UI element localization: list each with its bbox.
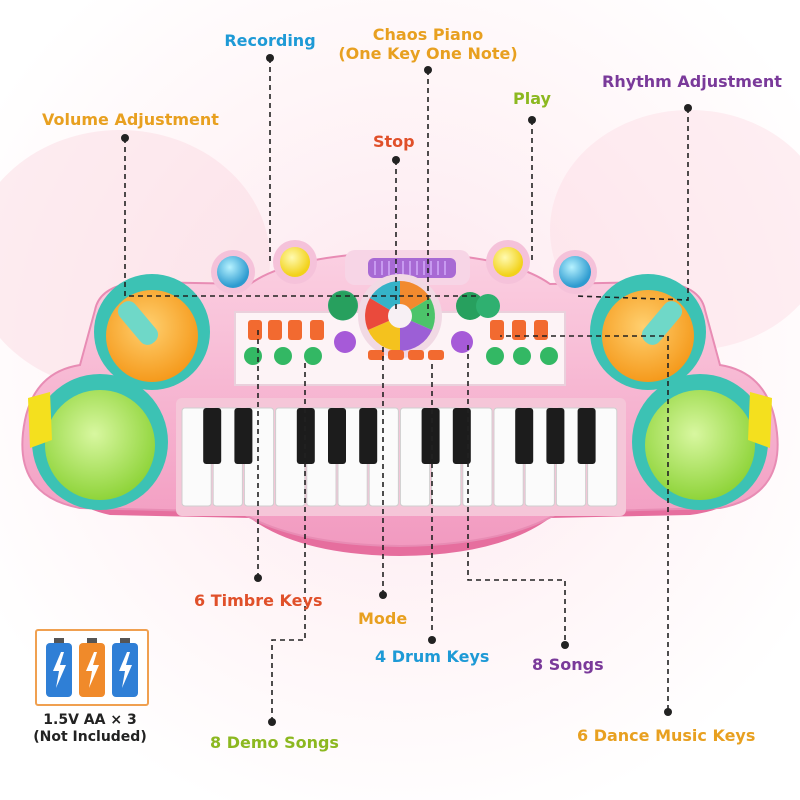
drum-key[interactable] bbox=[368, 350, 384, 360]
dance-song-button[interactable] bbox=[486, 347, 504, 365]
dot-chaos bbox=[424, 66, 432, 74]
timbre-key[interactable] bbox=[288, 320, 302, 340]
mode-green-right[interactable] bbox=[456, 292, 484, 320]
black-key[interactable] bbox=[421, 408, 440, 464]
black-key[interactable] bbox=[577, 408, 596, 464]
mode-button[interactable] bbox=[334, 331, 356, 353]
speaker-slots bbox=[374, 261, 446, 275]
demo-song-button[interactable] bbox=[244, 347, 262, 365]
dot-volume bbox=[121, 134, 129, 142]
label-songs: 8 Songs bbox=[532, 655, 604, 674]
black-key[interactable] bbox=[359, 408, 378, 464]
label-chaos-piano-line1: Chaos Piano bbox=[372, 25, 484, 44]
demo-song-button[interactable] bbox=[304, 347, 322, 365]
chaos-key-red[interactable] bbox=[365, 298, 400, 330]
dance-key[interactable] bbox=[512, 320, 526, 340]
lightning-bolt-icon bbox=[86, 652, 99, 688]
battery-caption: 1.5V AA × 3 (Not Included) bbox=[20, 712, 160, 746]
volume-knob[interactable] bbox=[114, 297, 161, 348]
dance-song-button[interactable] bbox=[513, 347, 531, 365]
dot-play bbox=[528, 116, 536, 124]
black-key[interactable] bbox=[234, 408, 253, 464]
chaos-center[interactable] bbox=[388, 304, 412, 328]
dot-songs bbox=[561, 641, 569, 649]
lightning-bolt-icon bbox=[119, 652, 132, 688]
drum-key[interactable] bbox=[408, 350, 424, 360]
dance-key-group bbox=[486, 320, 558, 365]
battery-caption-line1: 1.5V AA × 3 bbox=[43, 712, 137, 728]
toy-keyboard bbox=[21, 240, 779, 556]
line-demo bbox=[271, 360, 306, 722]
black-key[interactable] bbox=[203, 408, 222, 464]
timbre-key[interactable] bbox=[248, 320, 262, 340]
battery-box bbox=[35, 629, 149, 706]
right-drum-pad[interactable] bbox=[645, 390, 755, 500]
battery-caption-line2: (Not Included) bbox=[33, 728, 147, 745]
battery-cap bbox=[54, 638, 64, 643]
dot-recording bbox=[266, 54, 274, 62]
label-chaos-piano-line2: (One Key One Note) bbox=[338, 44, 518, 63]
chaos-key-green[interactable] bbox=[400, 298, 435, 330]
line-dance bbox=[500, 335, 669, 710]
dance-song-button[interactable] bbox=[540, 347, 558, 365]
dot-demo bbox=[268, 718, 276, 726]
mode-green-left[interactable] bbox=[329, 292, 357, 320]
callout-dots bbox=[121, 54, 692, 726]
dot-rhythm bbox=[684, 104, 692, 112]
record-light-dome bbox=[217, 256, 249, 288]
label-dance-music-keys: 6 Dance Music Keys bbox=[577, 726, 756, 745]
label-demo-songs: 8 Demo Songs bbox=[210, 733, 339, 752]
label-rhythm-adjustment: Rhythm Adjustment bbox=[602, 72, 782, 91]
label-timbre-keys: 6 Timbre Keys bbox=[194, 591, 323, 610]
drum-key[interactable] bbox=[388, 350, 404, 360]
rhythm-knob[interactable] bbox=[638, 297, 685, 348]
label-mode: Mode bbox=[358, 609, 408, 628]
demo-song-button[interactable] bbox=[274, 347, 292, 365]
battery-cap bbox=[120, 638, 130, 643]
battery-cap bbox=[87, 638, 97, 643]
dance-key[interactable] bbox=[490, 320, 504, 340]
black-key[interactable] bbox=[515, 408, 534, 464]
rhythm-light-dome bbox=[559, 256, 591, 288]
left-drum-pad[interactable] bbox=[45, 390, 155, 500]
record-button[interactable] bbox=[280, 247, 310, 277]
black-key[interactable] bbox=[546, 408, 565, 464]
timbre-key[interactable] bbox=[310, 320, 324, 340]
label-play: Play bbox=[513, 89, 551, 108]
drum-key[interactable] bbox=[428, 350, 444, 360]
dot-mode bbox=[379, 591, 387, 599]
label-drum-keys: 4 Drum Keys bbox=[375, 647, 490, 666]
label-recording: Recording bbox=[224, 31, 316, 50]
black-key[interactable] bbox=[452, 408, 471, 464]
lightning-bolt-icon bbox=[53, 652, 66, 688]
line-rhythm bbox=[574, 108, 689, 301]
songs-button[interactable] bbox=[451, 331, 473, 353]
dot-drum bbox=[428, 636, 436, 644]
batteries bbox=[46, 638, 138, 697]
dot-timbre bbox=[254, 574, 262, 582]
line-volume bbox=[124, 138, 480, 297]
mode-green-right-2[interactable] bbox=[476, 294, 500, 318]
label-volume-adjustment: Volume Adjustment bbox=[42, 110, 219, 129]
dance-key[interactable] bbox=[534, 320, 548, 340]
black-key[interactable] bbox=[328, 408, 346, 464]
play-button[interactable] bbox=[493, 247, 523, 277]
dot-stop bbox=[392, 156, 400, 164]
left-yellow-tab[interactable] bbox=[28, 392, 52, 448]
right-yellow-tab[interactable] bbox=[748, 392, 772, 448]
dot-dance bbox=[664, 708, 672, 716]
drum-key-group bbox=[368, 350, 444, 360]
timbre-key[interactable] bbox=[268, 320, 282, 340]
callout-lines bbox=[124, 58, 689, 722]
line-songs bbox=[467, 345, 566, 640]
label-stop: Stop bbox=[373, 132, 415, 151]
